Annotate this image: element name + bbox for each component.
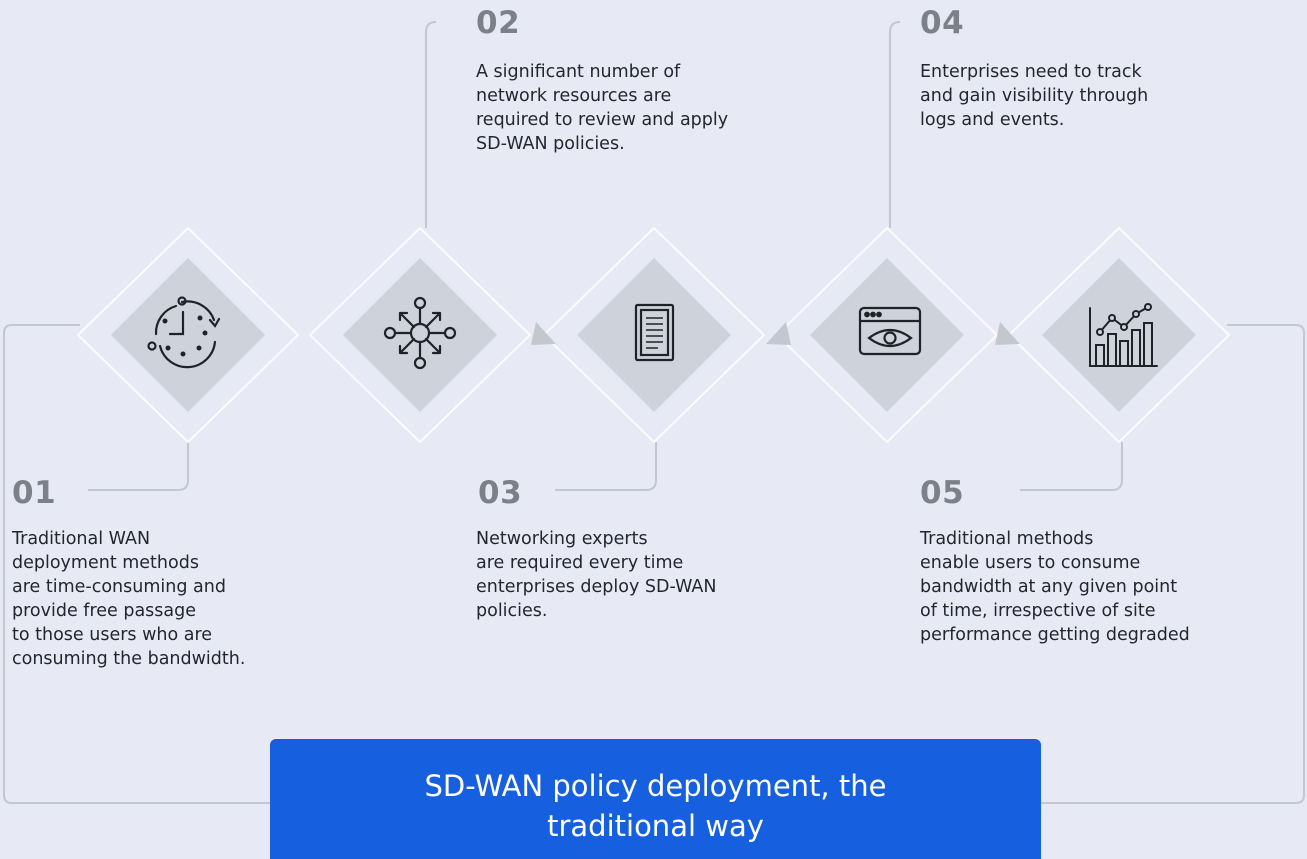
step-number-01: 01 <box>12 475 57 511</box>
step-description-05: Traditional methods enable users to cons… <box>920 529 1190 645</box>
arrow-4-5 <box>995 322 1020 345</box>
diamond-outline-02 <box>309 227 531 443</box>
outer-frame-right <box>1041 324 1305 804</box>
diamond-02 <box>343 258 497 412</box>
diamond-04 <box>810 258 964 412</box>
diamond-outlines <box>77 227 1230 443</box>
diamond-03 <box>577 258 731 412</box>
step-description-02: A significant number of network resource… <box>476 62 729 154</box>
step-number-05: 05 <box>920 475 965 511</box>
connector-01 <box>88 442 189 491</box>
connector-04 <box>889 21 901 228</box>
outer-frame-left <box>3 324 270 804</box>
diamond-fills <box>111 258 1196 412</box>
step-number-03: 03 <box>478 475 523 511</box>
diamond-01 <box>111 258 265 412</box>
step-number-02: 02 <box>476 5 521 41</box>
step-description-04: Enterprises need to track and gain visib… <box>920 62 1149 130</box>
diamond-outline-01 <box>77 227 299 443</box>
connector-lines <box>3 21 1305 804</box>
diamond-outline-04 <box>776 227 998 443</box>
arrow-2-3 <box>531 322 556 345</box>
connector-02 <box>425 21 437 228</box>
step-description-03: Networking experts are required every ti… <box>476 529 717 621</box>
step-description-01: Traditional WAN deployment methods are t… <box>12 529 246 669</box>
connector-03 <box>555 442 657 491</box>
diamond-05 <box>1042 258 1196 412</box>
browser-eye-icon <box>858 306 922 356</box>
connector-05 <box>1020 442 1123 491</box>
diamond-outline-05 <box>1008 227 1230 443</box>
analytics-chart-icon <box>1089 303 1158 367</box>
step-number-04: 04 <box>920 5 965 41</box>
document-icon <box>634 303 675 362</box>
title-banner: SD-WAN policy deployment, the traditiona… <box>270 739 1041 859</box>
network-hub-icon <box>383 296 457 370</box>
clock-cycle-icon <box>147 296 221 369</box>
arrow-3-4 <box>766 322 791 345</box>
diamond-outline-03 <box>543 227 765 443</box>
arrowheads <box>531 322 1020 345</box>
